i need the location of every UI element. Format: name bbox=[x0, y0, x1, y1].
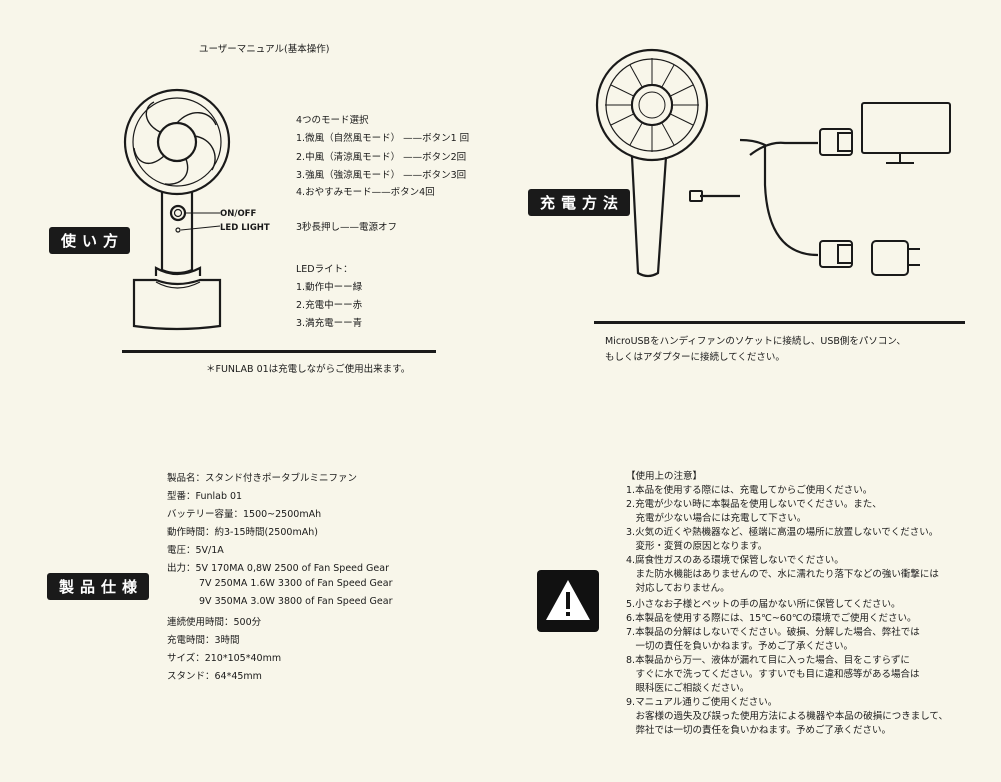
modes-title: 4つのモード選択 bbox=[296, 115, 369, 126]
usage-divider bbox=[122, 350, 436, 353]
spec-output-2: 7V 250MA 1.6W 3300 of Fan Speed Gear bbox=[199, 578, 393, 589]
spec-charge-time: 充電時間：3時間 bbox=[167, 635, 240, 646]
caution-title: 【使用上の注意】 bbox=[626, 471, 703, 482]
spec-output-3: 9V 350MA 3.0W 3800 of Fan Speed Gear bbox=[199, 596, 393, 607]
fan-stand-illustration bbox=[123, 88, 231, 331]
caution-line: 対応しておりません。 bbox=[626, 583, 730, 594]
spec-stand: スタンド：64*45mm bbox=[167, 671, 262, 682]
caution-line: 9.マニュアル通りご使用ください。 bbox=[626, 697, 778, 708]
manual-title: ユーザーマニュアル(基本操作) bbox=[199, 44, 330, 55]
caution-line: 8.本製品から万一、液体が漏れて目に入った場合、目をこすらずに bbox=[626, 655, 910, 666]
spec-battery: バッテリー容量：1500~2500mAh bbox=[167, 509, 322, 520]
spec-voltage: 電圧：5V/1A bbox=[167, 545, 224, 556]
mode-2: 2.中風（清涼風モード） ——ボタン2回 bbox=[296, 152, 467, 163]
charging-badge: 充電方法 bbox=[528, 189, 631, 216]
onoff-callout: ON/OFF bbox=[220, 209, 257, 219]
spec-output-1: 出力：5V 170MA 0,8W 2500 of Fan Speed Gear bbox=[167, 563, 389, 574]
charging-illustration bbox=[595, 48, 951, 278]
caution-line: 2.充電が少ない時に本製品を使用しないでください。また、 bbox=[626, 499, 882, 510]
caution-line: 6.本製品を使用する際には、15℃~60℃の環境でご使用ください。 bbox=[626, 613, 917, 624]
caution-line: 7.本製品の分解はしないでください。破損、分解した場合、弊社では bbox=[626, 627, 920, 638]
caution-line: また防水機能はありませんので、水に濡れたり落下などの強い衝撃には bbox=[626, 569, 939, 580]
charging-divider bbox=[594, 321, 965, 324]
led-light-callout: LED LIGHT bbox=[220, 223, 270, 233]
caution-line: 充電が少ない場合には充電して下さい。 bbox=[626, 513, 807, 524]
long-press-note: 3秒長押し——電源オフ bbox=[296, 222, 398, 233]
usage-badge: 使い方 bbox=[49, 227, 131, 254]
usage-note: ＊FUNLAB 01は充電しながらご使用出来ます。 bbox=[206, 364, 411, 375]
caution-line: お客様の過失及び誤った使用方法による機器や本品の破損につきまして、 bbox=[626, 711, 948, 722]
led-state-1: 1.動作中ーー緑 bbox=[296, 282, 363, 293]
led-title: LEDライト： bbox=[296, 264, 353, 275]
caution-line: 4.腐食性ガスのある環境で保管しないでください。 bbox=[626, 555, 844, 566]
led-state-2: 2.充電中ーー赤 bbox=[296, 300, 363, 311]
warning-icon bbox=[537, 570, 599, 632]
caution-line: 5.小さなお子様とペットの手の届かない所に保管してください。 bbox=[626, 599, 901, 610]
caution-line: 3.火気の近くや熱機器など、極端に高温の場所に放置しないでください。 bbox=[626, 527, 939, 538]
specs-badge: 製品仕様 bbox=[47, 573, 150, 600]
caution-line: すぐに水で洗ってください。すすいでも目に違和感等がある場合は bbox=[626, 669, 920, 680]
caution-line: 弊社では一切の責任を負いかねます。予めご了承ください。 bbox=[626, 725, 892, 736]
spec-size: サイズ：210*105*40mm bbox=[167, 653, 282, 664]
mode-1: 1.微風（自然風モード） ——ボタン1 回 bbox=[296, 133, 470, 144]
caution-line: 1.本品を使用する際には、充電してからご使用ください。 bbox=[626, 485, 873, 496]
charging-text-2: もしくはアダプターに接続してください。 bbox=[605, 352, 785, 363]
caution-line: 一切の責任を負いかねます。予めご了承ください。 bbox=[626, 641, 854, 652]
mode-3: 3.強風（強涼風モード） ——ボタン3回 bbox=[296, 170, 467, 181]
spec-continuous: 連続使用時間：500分 bbox=[167, 617, 262, 628]
led-state-3: 3.満充電ーー青 bbox=[296, 318, 363, 329]
spec-model: 型番：Funlab 01 bbox=[167, 491, 243, 502]
charging-text-1: MicroUSBをハンディファンのソケットに接続し、USB側をパソコン、 bbox=[605, 336, 906, 347]
caution-line: 眼科医にご相談ください。 bbox=[626, 683, 750, 694]
caution-line: 変形・変質の原因となります。 bbox=[626, 541, 768, 552]
mode-4: 4.おやすみモード——ボタン4回 bbox=[296, 187, 435, 198]
spec-product-name: 製品名：スタンド付きポータブルミニファン bbox=[167, 473, 358, 484]
spec-runtime: 動作時間：約3-15時間(2500mAh) bbox=[167, 527, 318, 538]
